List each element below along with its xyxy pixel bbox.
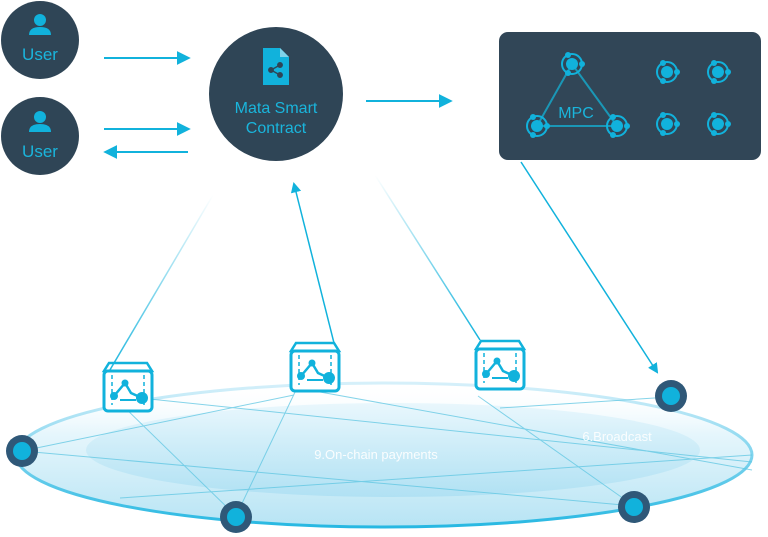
smart-contract-node[interactable]: Mata Smart Contract xyxy=(209,27,343,161)
share-document-icon xyxy=(263,48,289,85)
label-broadcast: 6.Broadcast xyxy=(582,429,652,444)
network-node-icon xyxy=(707,60,731,84)
user-node-2[interactable]: User xyxy=(1,97,79,175)
user-icon xyxy=(29,14,51,35)
mesh-lines xyxy=(21,389,753,517)
user-circle xyxy=(1,1,79,79)
user-icon xyxy=(29,111,51,132)
mesh-line xyxy=(319,391,753,471)
user-label: User xyxy=(22,142,58,161)
connection-lines xyxy=(103,51,659,381)
mesh-line xyxy=(119,402,237,517)
mesh-line xyxy=(21,450,635,507)
network-node-icon xyxy=(526,114,550,138)
mpc-label: MPC xyxy=(558,105,594,122)
contract-label-line1: Mata Smart xyxy=(235,100,318,117)
user-node-1[interactable]: User xyxy=(1,1,79,79)
contract-label-line2: Contract xyxy=(246,120,307,137)
mesh-line xyxy=(21,394,295,452)
mesh-line xyxy=(235,389,297,517)
network-node-icon xyxy=(656,112,680,136)
network-disc xyxy=(14,381,754,529)
mesh-line xyxy=(499,396,671,409)
block-icons xyxy=(101,339,527,413)
mesh-line xyxy=(119,454,753,499)
network-node[interactable] xyxy=(6,435,38,467)
label-on-chain-payments: 9.On-chain payments xyxy=(314,447,438,462)
mpc-panel-bg xyxy=(499,32,761,160)
network-node[interactable] xyxy=(618,491,650,523)
fade-line-right xyxy=(374,174,481,341)
fade-line-left xyxy=(103,194,214,381)
network-node-icon xyxy=(656,60,680,84)
arrow-block-to-contract xyxy=(290,181,335,344)
blockchain-box-icon xyxy=(101,361,155,413)
contract-circle xyxy=(209,27,343,161)
user-label: User xyxy=(22,45,58,64)
user-circle xyxy=(1,97,79,175)
disc-inner xyxy=(86,403,700,497)
network-node[interactable] xyxy=(220,501,252,533)
mesh-line xyxy=(477,395,635,507)
blockchain-box-icon xyxy=(473,339,527,391)
network-node-icon xyxy=(561,52,585,76)
network-node-icon xyxy=(707,112,731,136)
mpc-nodes xyxy=(526,52,731,138)
mpc-panel[interactable]: MPC xyxy=(499,32,761,160)
arrow-mpc-to-node xyxy=(520,161,659,374)
network-node-icon xyxy=(606,114,630,138)
mpc-triangle xyxy=(535,62,619,127)
network-nodes xyxy=(6,380,687,533)
network-node[interactable] xyxy=(655,380,687,412)
blockchain-box-icon xyxy=(288,341,342,393)
